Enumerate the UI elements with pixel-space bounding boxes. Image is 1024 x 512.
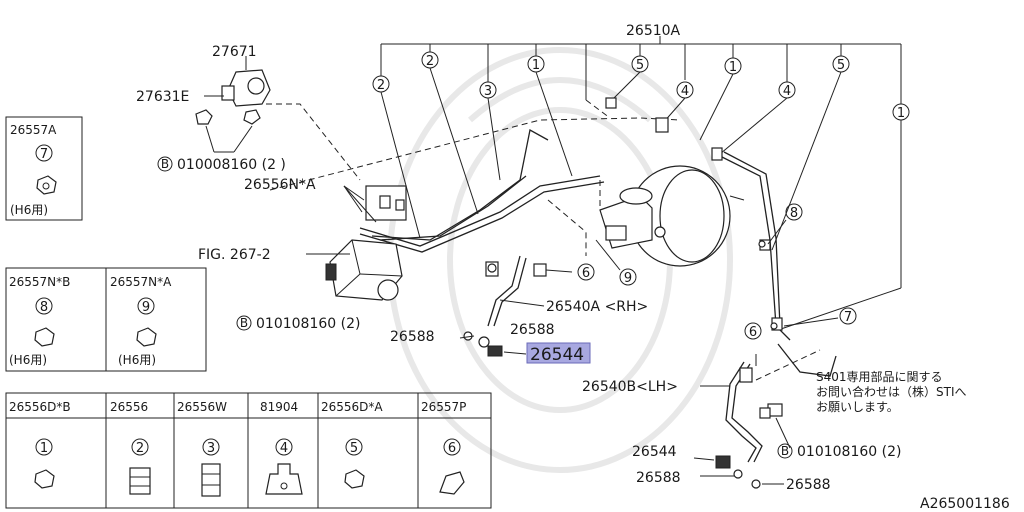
- clip-icon-4: [265, 463, 303, 495]
- callout-6-top: 6: [582, 266, 590, 281]
- callout-5-right: 5: [837, 58, 845, 73]
- clip-icon-1: [34, 469, 55, 489]
- hose-lh-fittings: [693, 354, 791, 489]
- label-26544-lh: 26544: [632, 444, 677, 460]
- highlight-box: [526, 342, 591, 364]
- legend-part-26557A: 26557A: [10, 123, 57, 137]
- legend-single-box: 26557A 7 (H6用): [5, 116, 83, 221]
- legend-part-26556DA: 26556D*A: [321, 400, 383, 414]
- legend-num-2: 2: [136, 441, 144, 456]
- legend-part-81904: 81904: [260, 400, 298, 414]
- booster-clips: [595, 97, 839, 331]
- legend-num-9: 9: [142, 300, 150, 315]
- callout-1-right: 1: [897, 106, 905, 121]
- pipe-set-bracket: [380, 36, 902, 104]
- legend-num-6: 6: [448, 441, 456, 456]
- legend-clips-box: 26556D*B 26556 26556W 81904 26556D*A 265…: [5, 392, 492, 509]
- clip-icon-6: [439, 471, 465, 495]
- label-26540B-LH: 26540B<LH>: [582, 379, 678, 395]
- label-bolt-mid: 010108160 (2): [256, 316, 360, 332]
- clip-icon-8: [34, 327, 55, 347]
- note-line-3: お願いします。: [816, 400, 899, 414]
- callout-9: 9: [624, 271, 632, 286]
- clip-icon-9: [136, 327, 157, 347]
- bracket-assembly: [195, 56, 271, 153]
- callout-7: 7: [844, 310, 852, 325]
- hose-rh-fittings: [459, 261, 573, 357]
- label-26588-lh2: 26588: [786, 477, 831, 493]
- bolt-marker-mid: B: [240, 316, 248, 330]
- legend-num-3: 3: [207, 441, 215, 456]
- legend-num-7: 7: [40, 147, 48, 162]
- callout-6-bottom: 6: [749, 325, 757, 340]
- label-27631E: 27631E: [136, 89, 189, 105]
- legend-part-26557P: 26557P: [421, 400, 466, 414]
- legend-num-5: 5: [350, 441, 358, 456]
- legend-pair-box: 26557N*B 26557N*A 8 9 (H6用) (H6用): [5, 267, 207, 372]
- note-line-2: お問い合わせは（株）STIへ: [816, 384, 967, 399]
- legend-num-1: 1: [40, 441, 48, 456]
- legend-part-26557NB: 26557N*B: [9, 275, 70, 289]
- legend-note-8: (H6用): [9, 353, 47, 367]
- legend-note-9: (H6用): [118, 353, 156, 367]
- label-26510A: 26510A: [626, 23, 681, 39]
- label-27671: 27671: [212, 44, 257, 60]
- clip-icon-3: [201, 463, 221, 497]
- callout-4-right: 4: [783, 84, 791, 99]
- callout-circles: 2 2 3 1 5 4 1 4 5 1 8 9 6 7 6: [372, 51, 910, 340]
- legend-part-26556W: 26556W: [177, 400, 227, 414]
- label-26588-left: 26588: [390, 329, 435, 345]
- legend-part-26557NA: 26557N*A: [110, 275, 172, 289]
- legend-part-26556: 26556: [110, 400, 148, 414]
- legend-num-8: 8: [40, 300, 48, 315]
- label-26588-lh1: 26588: [636, 470, 681, 486]
- diagram-code: A265001186: [920, 496, 1010, 512]
- label-26540A-RH: 26540A <RH>: [546, 299, 648, 315]
- label-26556NA: 26556N*A: [244, 177, 316, 193]
- label-26588-upper: 26588: [510, 322, 555, 338]
- callout-8: 8: [790, 206, 798, 221]
- callout-1-left: 1: [532, 58, 540, 73]
- part-labels: 26510A 27671 27631E B 010008160 (2 ) 265…: [136, 23, 1010, 512]
- abs-unit: [306, 239, 403, 301]
- label-26544-highlight: 26544: [530, 345, 584, 365]
- brake-booster: [599, 165, 745, 267]
- callout-5-left: 5: [636, 58, 644, 73]
- legend-num-4: 4: [280, 441, 288, 456]
- label-fig-267-2: FIG. 267-2: [198, 247, 271, 263]
- callout-2-left: 2: [377, 78, 385, 93]
- bolt-marker-bottom: B: [781, 444, 789, 458]
- bolt-marker-top: B: [161, 157, 169, 171]
- clip-cluster: [343, 185, 407, 223]
- clip-icon-7: [36, 175, 57, 195]
- note-line-1: S401専用部品に関する: [816, 369, 943, 384]
- callout-1-mid: 1: [729, 60, 737, 75]
- brake-pipes: [359, 128, 837, 463]
- label-bolt-bottom: 010108160 (2): [797, 444, 901, 460]
- label-bolt-top: 010008160 (2 ): [177, 157, 286, 173]
- callout-4-left: 4: [681, 84, 689, 99]
- callout-3: 3: [484, 84, 492, 99]
- legend-note-7: (H6用): [10, 203, 48, 217]
- callout-leaders: [380, 67, 902, 331]
- clip-icon-2: [129, 467, 151, 495]
- callout-2-mid: 2: [426, 54, 434, 69]
- clip-icon-5: [344, 469, 365, 489]
- legend-part-26556DB: 26556D*B: [9, 400, 71, 414]
